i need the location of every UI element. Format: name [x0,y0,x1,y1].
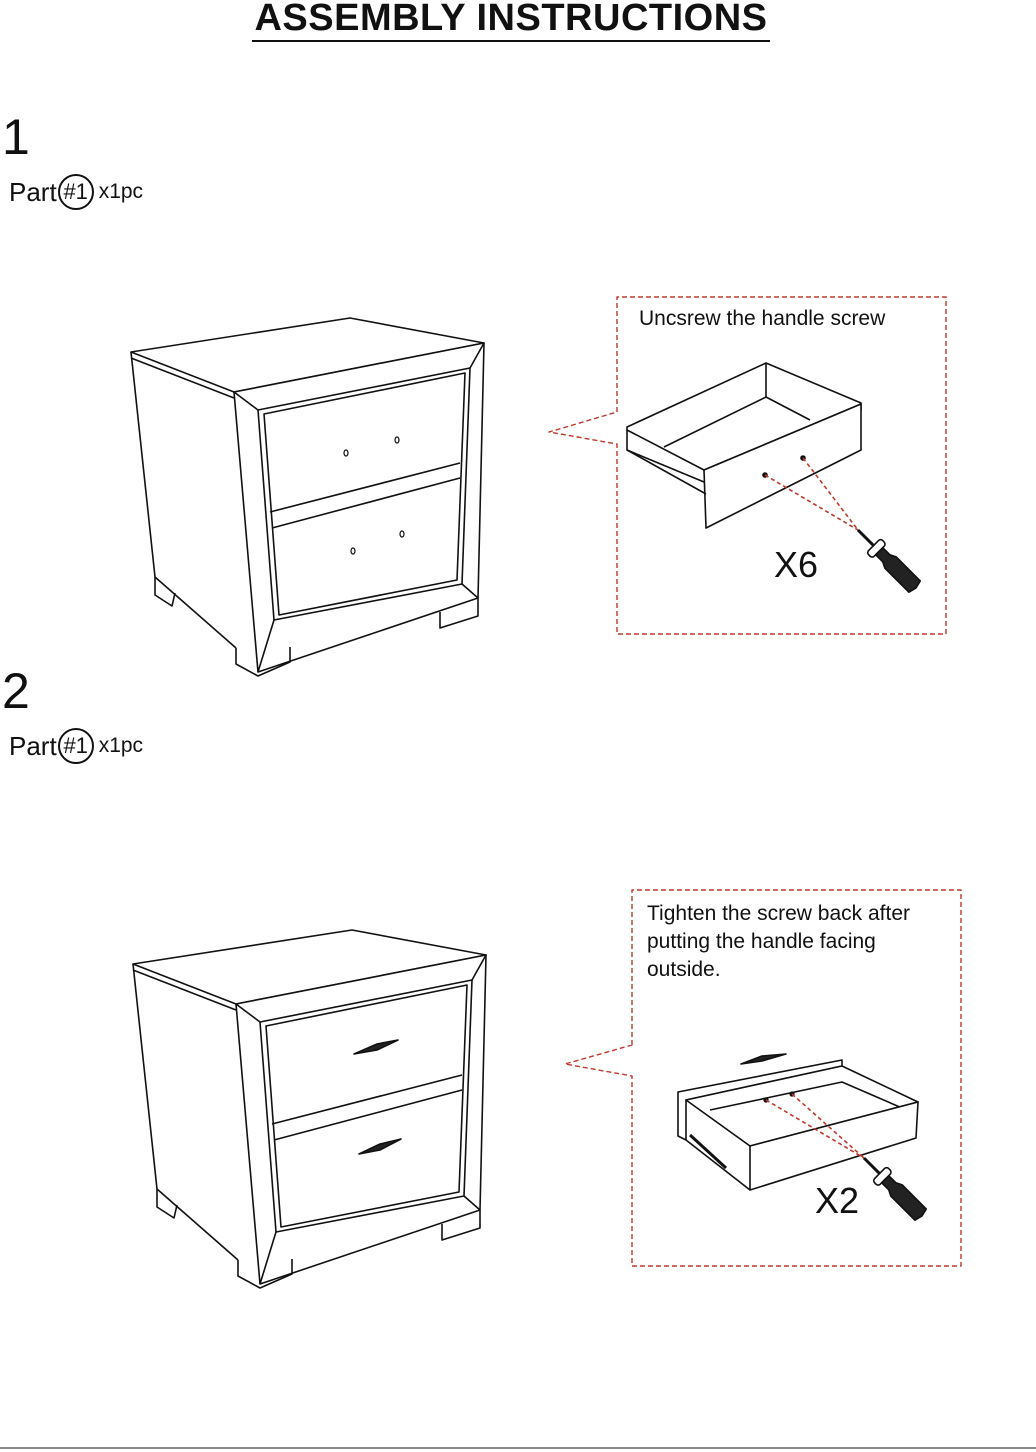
callout-line: Tighten the screw back after [647,902,911,925]
nightstand-drawing-step-1 [130,317,485,677]
part-label: Part [9,730,57,761]
step-2-number: 2 [2,663,30,719]
callout-box-step-2 [564,889,962,1267]
screwdriver-icon [862,1156,928,1222]
part-label: Part [9,176,57,207]
handle-icon [740,1053,787,1065]
step-1-number: 1 [2,109,30,165]
part-id-badge: #1 [57,728,94,764]
step-1-screw-count: X6 [774,544,819,585]
callout-line: outside. [647,958,721,981]
screwdriver-icon [856,528,922,594]
callout-line: putting the handle facing [647,930,876,953]
callout-box-step-1 [548,296,947,635]
step-1-part: Part #1 x1pc [9,174,143,210]
part-quantity: x1pc [98,180,144,203]
screw-holes [343,436,405,555]
drawer-drawing-step-2 [677,1053,919,1191]
page-title: ASSEMBLY INSTRUCTIONS [0,0,1022,42]
step-1-callout-text: Uncsrew the handle screw [639,307,886,330]
step-2-part: Part #1 x1pc [9,728,143,764]
handle-icon [353,1039,402,1155]
step-2-screw-count: X2 [815,1180,860,1221]
nightstand-drawing-step-2 [132,929,487,1289]
drawer-drawing-step-1 [626,362,862,531]
part-id-badge: #1 [57,174,94,210]
step-2-callout-text: Tighten the screw back after putting the… [647,900,910,984]
part-quantity: x1pc [98,734,144,757]
